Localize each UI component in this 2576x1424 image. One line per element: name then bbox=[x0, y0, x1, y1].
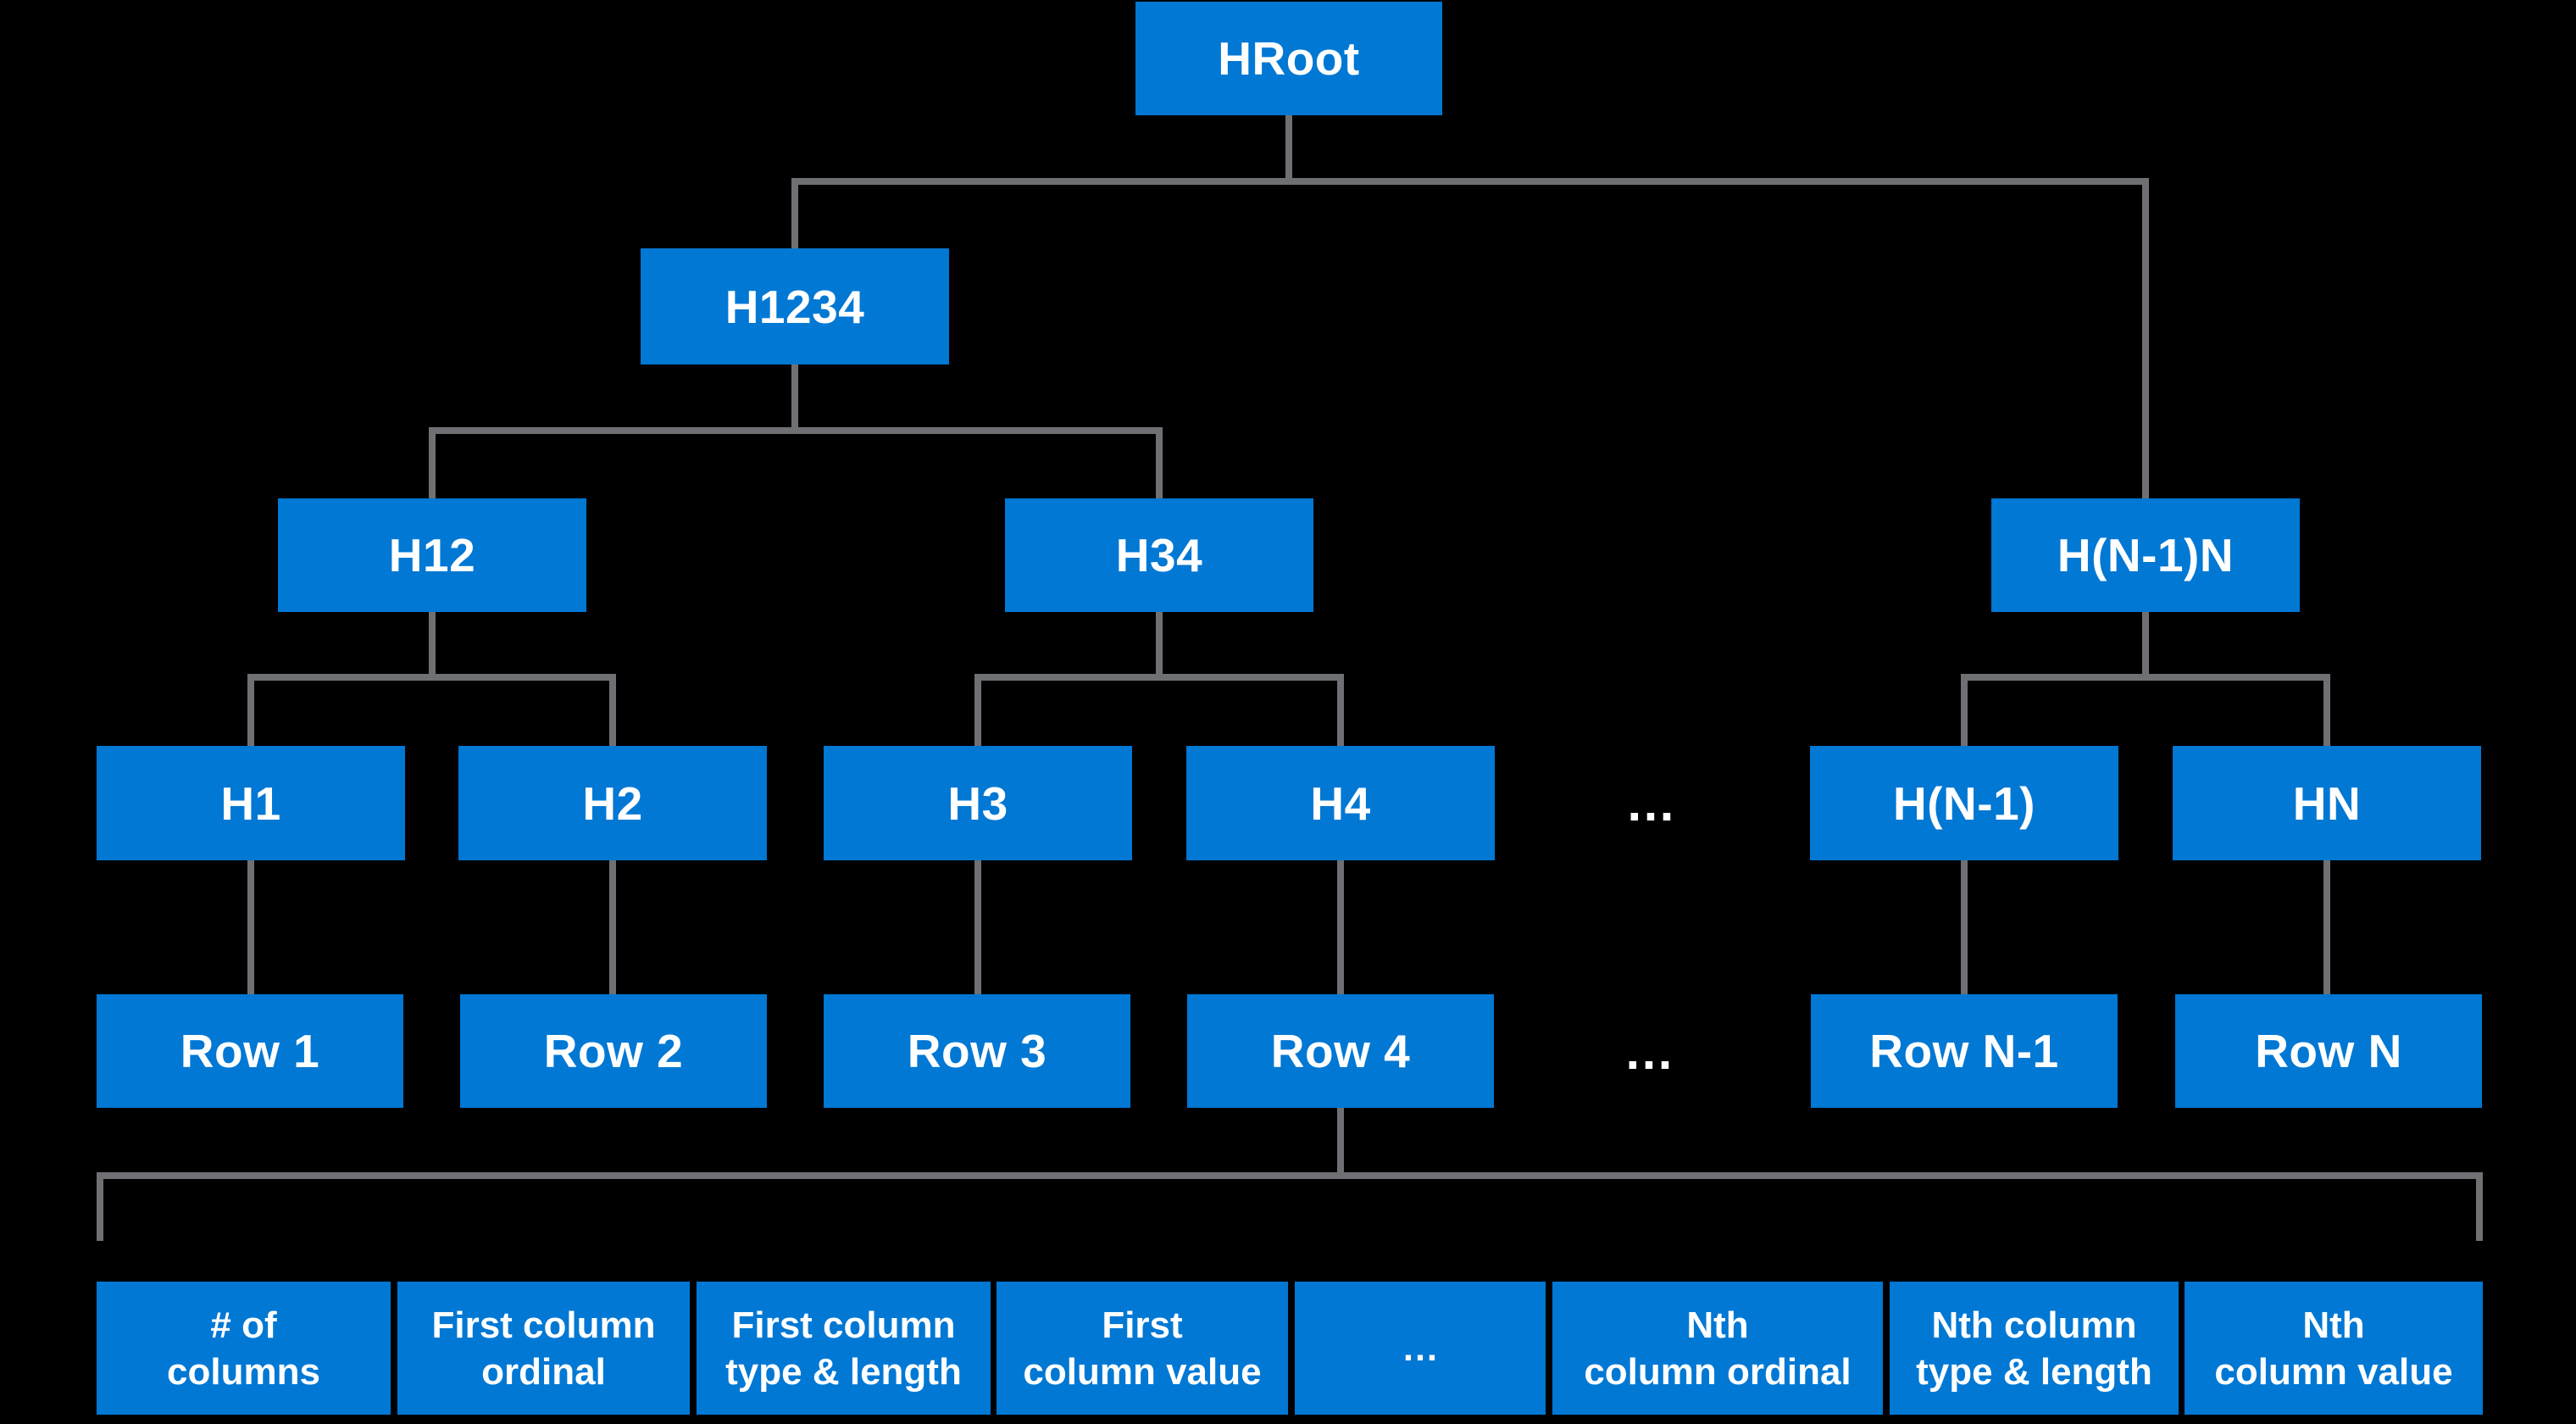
node-h3: H3 bbox=[824, 746, 1132, 860]
field-cell-first-type-length: First column type & length bbox=[697, 1282, 991, 1415]
node-h1234: H1234 bbox=[641, 248, 949, 364]
node-hn: HN bbox=[2173, 746, 2481, 860]
field-cell-nth-value: Nth column value bbox=[2185, 1282, 2483, 1415]
node-h4: H4 bbox=[1186, 746, 1495, 860]
connector-rail-h3-h4 bbox=[974, 674, 1344, 681]
node-h12: H12 bbox=[278, 498, 586, 612]
connector-drop-h12 bbox=[429, 427, 436, 498]
node-row3: Row 3 bbox=[824, 994, 1130, 1108]
connector-hn-rown bbox=[2323, 860, 2330, 994]
connector-drop-h2 bbox=[609, 674, 616, 746]
connector-h12-down bbox=[429, 612, 436, 681]
node-h34: H34 bbox=[1005, 498, 1313, 612]
connector-drop-h3 bbox=[974, 674, 981, 746]
connector-drop-h1234 bbox=[791, 178, 798, 248]
field-cell-first-ordinal: First column ordinal bbox=[397, 1282, 690, 1415]
node-rown: Row N bbox=[2175, 994, 2482, 1108]
connector-h1234-down bbox=[791, 364, 798, 434]
connector-drop-h4 bbox=[1337, 674, 1344, 746]
connector-h4-row4 bbox=[1337, 860, 1344, 994]
connector-drop-h1 bbox=[247, 674, 254, 746]
node-hroot: HRoot bbox=[1135, 2, 1442, 115]
connector-level1-rail bbox=[791, 178, 2149, 185]
node-row4: Row 4 bbox=[1187, 994, 1494, 1108]
node-h2: H2 bbox=[458, 746, 767, 860]
connector-drop-h34 bbox=[1156, 427, 1163, 498]
connector-hn1-rown1 bbox=[1961, 860, 1968, 994]
connector-h3-row3 bbox=[974, 860, 981, 994]
connector-bracket-right-end bbox=[2476, 1172, 2483, 1241]
node-hn1n: H(N-1)N bbox=[1991, 498, 2300, 612]
connector-drop-hn bbox=[2323, 674, 2330, 746]
connector-rail-h1-h2 bbox=[247, 674, 616, 681]
row-ellipsis: … bbox=[1624, 1022, 1674, 1080]
connector-h1-row1 bbox=[247, 860, 254, 994]
connector-level2-rail bbox=[429, 427, 1163, 434]
connector-row4-down bbox=[1337, 1108, 1344, 1179]
node-h1: H1 bbox=[97, 746, 405, 860]
field-cell-nth-type-length: Nth column type & length bbox=[1890, 1282, 2179, 1415]
node-hn1: H(N-1) bbox=[1810, 746, 2118, 860]
node-rown1: Row N-1 bbox=[1811, 994, 2118, 1108]
field-cell-nth-ordinal: Nth column ordinal bbox=[1552, 1282, 1883, 1415]
connector-hn1n-down bbox=[2142, 612, 2149, 681]
node-row2: Row 2 bbox=[460, 994, 767, 1108]
connector-rail-hn1-hn bbox=[1961, 674, 2330, 681]
connector-h2-row2 bbox=[609, 860, 616, 994]
connector-drop-hn1n bbox=[2142, 178, 2149, 498]
field-cell-first-value: First column value bbox=[997, 1282, 1288, 1415]
connector-bracket-left-end bbox=[97, 1172, 103, 1241]
leaf-ellipsis: … bbox=[1625, 775, 1676, 832]
node-row1: Row 1 bbox=[97, 994, 403, 1108]
connector-bracket-rail bbox=[97, 1172, 2483, 1179]
field-cell-num-columns: # of columns bbox=[97, 1282, 391, 1415]
field-cell-ellipsis: … bbox=[1295, 1282, 1546, 1415]
connector-h34-down bbox=[1156, 612, 1163, 681]
connector-drop-hn1 bbox=[1961, 674, 1968, 746]
connector-hroot-down bbox=[1285, 115, 1292, 185]
